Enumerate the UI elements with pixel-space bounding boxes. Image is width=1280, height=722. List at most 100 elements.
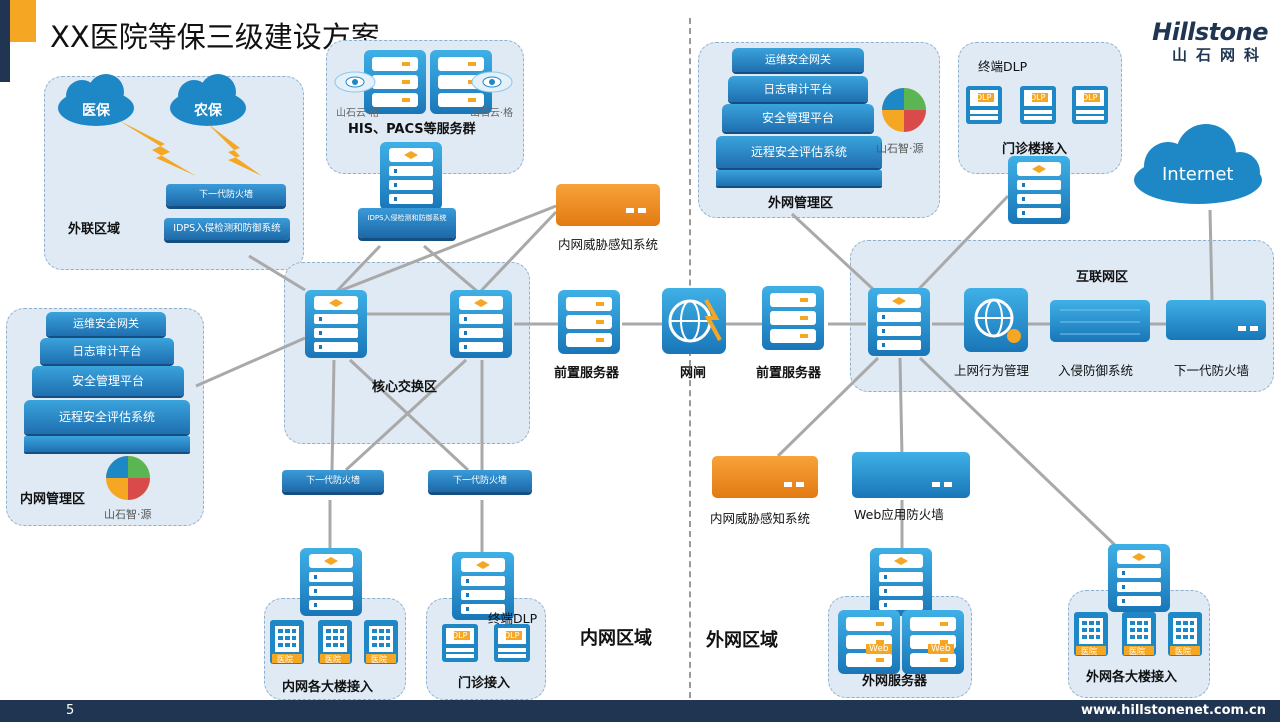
remote-eval-device: 远程安全评估系统 (716, 136, 882, 168)
threat-sensor-icon (712, 456, 818, 498)
region-label-intranet: 内网区域 (580, 628, 652, 649)
dlp-badge: DLP (504, 631, 520, 640)
eye-cloud-icon (471, 71, 513, 93)
stack-base (24, 436, 190, 452)
web-badge: Web (866, 644, 892, 654)
access-switch-icon (1008, 156, 1070, 224)
title-bar-block (0, 0, 10, 82)
cloud-grid-caption: 山石云·格 (470, 108, 514, 119)
title-accent-block (10, 0, 36, 42)
stack-base (716, 170, 882, 186)
access-switch-icon (870, 548, 932, 616)
ngfw-device: 下一代防火墙 (166, 184, 286, 206)
zone-label-outpatient-building: 门诊楼接入 (1002, 142, 1068, 157)
hospital-badge: 医院 (1081, 647, 1097, 656)
dlp-pc-icon (494, 624, 530, 662)
region-label-extranet: 外网区域 (706, 630, 778, 651)
dlp-pc-icon (966, 86, 1002, 124)
front-server-label: 前置服务器 (554, 366, 620, 381)
access-switch-icon (300, 548, 362, 616)
threat-sensor-icon (556, 184, 660, 226)
ops-gateway-device: 运维安全网关 (46, 312, 166, 336)
hospital-badge: 医院 (1175, 647, 1191, 656)
zone-label-internet: 互联网区 (1076, 270, 1129, 285)
dlp-pc-icon (1072, 86, 1108, 124)
gatekeeper-icon (662, 288, 726, 354)
cloud-label-medical: 医保 (82, 103, 110, 119)
brand-logo: Hillstone 山石网科 (1148, 18, 1268, 65)
eye-cloud-icon (334, 71, 376, 93)
lightning-icon (118, 120, 196, 176)
dlp-badge: DLP (976, 93, 992, 102)
page-title: XX医院等保三级建设方案 (50, 20, 380, 54)
access-switch-icon (1108, 544, 1170, 612)
logo-chinese-name: 山石网科 (1171, 46, 1268, 64)
front-server-label: 前置服务器 (756, 366, 822, 381)
web-server-icon (838, 610, 900, 674)
zone-label-extranet-mgmt: 外网管理区 (768, 196, 834, 211)
cloud-icon (170, 74, 246, 126)
smart-source-caption: 山石智·源 (876, 142, 924, 155)
zone-label-external-link: 外联区域 (68, 222, 121, 237)
core-switch-icon (450, 290, 512, 358)
web-behavior-icon (964, 288, 1028, 352)
dlp-badge: DLP (452, 631, 468, 640)
zone-label-intranet-mgmt: 内网管理区 (20, 492, 86, 507)
zone-label-core-switch: 核心交换区 (372, 380, 438, 395)
hospital-badge: 医院 (1129, 647, 1145, 656)
front-server-icon (558, 290, 620, 354)
terminal-dlp-label: 终端DLP (488, 611, 538, 626)
sec-mgmt-device: 安全管理平台 (32, 366, 184, 396)
waf-icon (852, 452, 970, 498)
zone-label-his-servers: HIS、PACS等服务群 (348, 122, 476, 137)
cloud-label-rural: 农保 (194, 103, 222, 119)
log-audit-device: 日志审计平台 (40, 338, 174, 364)
sec-mgmt-device: 安全管理平台 (722, 104, 874, 132)
hospital-badge: 医院 (371, 655, 387, 664)
log-audit-device: 日志审计平台 (728, 76, 868, 102)
hospital-badge: 医院 (325, 655, 341, 664)
ngfw-label: 下一代防火墙 (1174, 363, 1250, 378)
dlp-badge: DLP (1030, 93, 1046, 102)
footer-bar: 5 www.hillstonenet.com.cn (0, 700, 1280, 722)
gatekeeper-label: 网闸 (680, 366, 707, 381)
link-lines (195, 194, 1214, 552)
zone-label-intranet-outpatient: 门诊接入 (458, 676, 511, 691)
dlp-pc-icon (442, 624, 478, 662)
switch-icon (380, 142, 442, 210)
dlp-pc-icon (1020, 86, 1056, 124)
ops-gateway-device: 运维安全网关 (732, 48, 864, 72)
threat-sensor-label: 内网威胁感知系统 (558, 237, 659, 252)
region-divider (689, 18, 691, 698)
cloud-icon (58, 74, 134, 126)
threat-sensor-label: 内网威胁感知系统 (710, 511, 811, 526)
dlp-badge: DLP (1082, 93, 1098, 102)
smart-source-logo-icon (882, 88, 926, 132)
zone-label-intranet-buildings: 内网各大楼接入 (282, 680, 374, 695)
remote-eval-device: 远程安全评估系统 (24, 400, 190, 434)
ips-label: 入侵防御系统 (1058, 363, 1134, 378)
waf-label: Web应用防火墙 (854, 507, 944, 522)
web-behavior-label: 上网行为管理 (954, 363, 1030, 378)
ips-icon (1050, 300, 1150, 342)
terminal-dlp-label: 终端DLP (978, 59, 1028, 74)
ngfw-icon (1166, 300, 1266, 340)
web-server-icon (902, 610, 964, 674)
internet-switch-icon (868, 288, 930, 356)
smart-source-caption: 山石智·源 (104, 508, 152, 521)
zone-label-extranet-servers: 外网服务器 (862, 674, 928, 689)
idps-device: IDPS入侵检测和防御系统 (164, 218, 290, 240)
hospital-badge: 医院 (277, 655, 293, 664)
cloud-icon (1134, 124, 1262, 204)
lightning-icon (208, 124, 262, 176)
page-number: 5 (66, 703, 75, 718)
front-server-icon (762, 286, 824, 350)
footer-url: www.hillstonenet.com.cn (1080, 703, 1266, 718)
idps-device: IDPS入侵检测和防御系统 (358, 208, 456, 238)
smart-source-logo-icon (106, 456, 150, 500)
logo-wordmark: Hillstone (1152, 18, 1268, 46)
internet-label: Internet (1162, 164, 1234, 185)
ngfw-device: 下一代防火墙 (428, 470, 532, 492)
cloud-grid-caption: 山石云·格 (336, 108, 380, 119)
